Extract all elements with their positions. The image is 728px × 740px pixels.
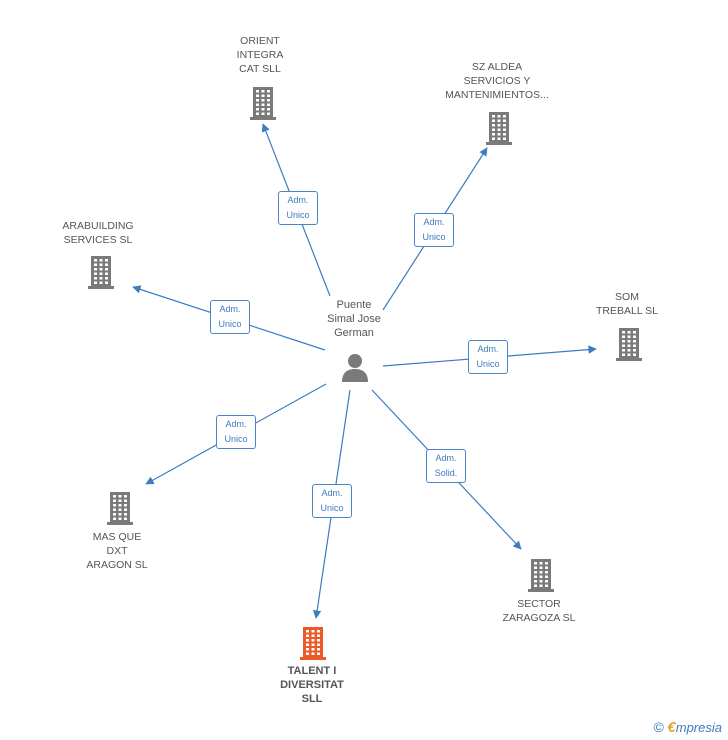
building-icon-szaldea[interactable] xyxy=(484,110,514,146)
company-label-sector[interactable]: SECTOR ZARAGOZA SL xyxy=(502,598,576,624)
building-icon-talent[interactable] xyxy=(298,625,328,661)
role-badge-arabuilding: Adm. Unico xyxy=(210,300,250,334)
role-badge-masque: Adm. Unico xyxy=(216,415,256,449)
building-icon-sector[interactable] xyxy=(526,557,556,593)
person-icon[interactable] xyxy=(340,352,370,384)
company-label-som[interactable]: SOM TREBALL SL xyxy=(595,291,659,317)
role-badge-talent: Adm. Unico xyxy=(312,484,352,518)
building-icon-som[interactable] xyxy=(614,326,644,362)
role-badge-szaldea: Adm. Unico xyxy=(414,213,454,247)
building-icon-orient[interactable] xyxy=(248,85,278,121)
role-badge-orient: Adm. Unico xyxy=(278,191,318,225)
brand-name: mpresia xyxy=(675,720,722,735)
company-label-masque[interactable]: MAS QUE DXT ARAGON SL xyxy=(86,531,148,571)
copyright-icon: © xyxy=(653,719,664,735)
brand-initial: € xyxy=(667,719,676,736)
company-label-arabuilding[interactable]: ARABUILDING SERVICES SL xyxy=(62,220,134,246)
building-icon-arabuilding[interactable] xyxy=(86,254,116,290)
company-label-orient[interactable]: ORIENT INTEGRA CAT SLL xyxy=(236,35,284,75)
building-icon-masque[interactable] xyxy=(105,490,135,526)
footer-brand: © €mpresia xyxy=(653,719,722,736)
role-badge-som: Adm. Unico xyxy=(468,340,508,374)
company-label-szaldea[interactable]: SZ ALDEA SERVICIOS Y MANTENIMIENTOS... xyxy=(445,61,549,101)
company-label-talent[interactable]: TALENT I DIVERSITAT SLL xyxy=(280,665,344,705)
person-name: Puente Simal Jose German xyxy=(327,299,381,339)
role-badge-sector: Adm. Solid. xyxy=(426,449,466,483)
